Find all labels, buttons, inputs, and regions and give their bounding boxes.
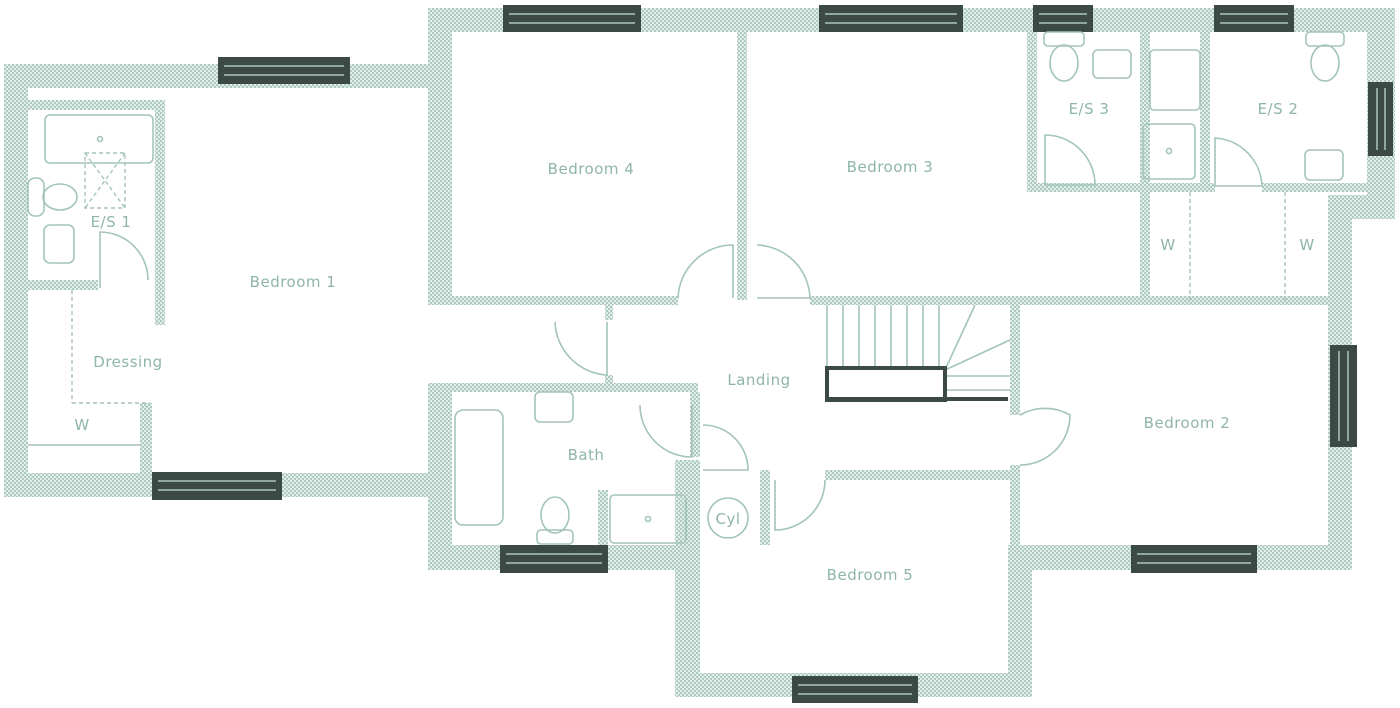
label-ensuite-3: E/S 3 [1069,100,1110,118]
walls [4,8,1395,697]
window [792,676,918,703]
window [1368,82,1393,156]
basin [43,224,75,264]
window [218,57,350,84]
label-wardrobe: W [74,416,89,434]
toilet [1049,44,1079,82]
window [152,472,282,500]
label-bedroom-3: Bedroom 3 [847,158,934,176]
shower-tray [44,114,154,164]
room-labels: Bedroom 1 Bedroom 2 Bedroom 3 Bedroom 4 … [74,100,1314,584]
label-dressing: Dressing [93,353,162,371]
window [819,5,963,32]
fixtures [27,31,1345,545]
label-ensuite-2: E/S 2 [1258,100,1299,118]
window [503,5,641,32]
window [1131,545,1257,573]
shower-tray [609,494,687,544]
shower-tray [1142,123,1196,180]
window [1033,5,1093,32]
window [1330,345,1357,447]
label-bedroom-5: Bedroom 5 [827,566,914,584]
window [1214,5,1294,32]
basin [1304,149,1344,181]
label-bath: Bath [568,446,605,464]
bathtub [454,409,504,526]
label-bedroom-4: Bedroom 4 [548,160,635,178]
doors [99,134,1263,531]
shower-tray [1149,49,1201,111]
label-cylinder: Cyl [715,510,740,528]
window [500,545,608,573]
windows [152,5,1393,703]
basin [534,391,574,423]
label-landing: Landing [727,371,790,389]
toilet [27,177,45,217]
label-wardrobe: W [1160,236,1175,254]
label-ensuite-1: E/S 1 [91,213,132,231]
hot-water-cylinder [707,497,749,539]
toilet [1310,44,1340,82]
basin [1092,49,1132,79]
label-wardrobe: W [1299,236,1314,254]
staircase [825,304,1011,402]
label-bedroom-2: Bedroom 2 [1144,414,1231,432]
toilet [540,496,570,534]
label-bedroom-1: Bedroom 1 [250,273,337,291]
